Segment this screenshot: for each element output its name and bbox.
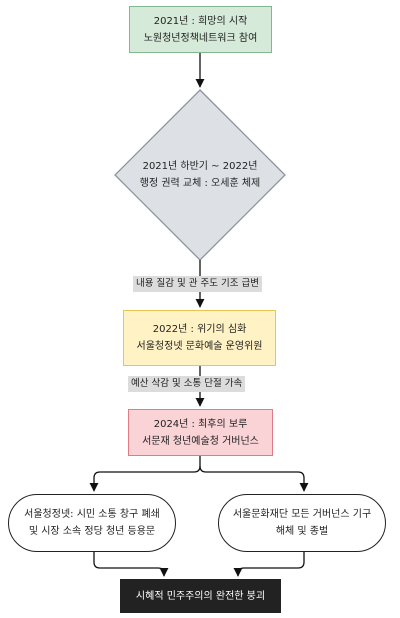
node-text-line2: 서문재 청년예술청 거버넌스 — [142, 435, 259, 447]
node-text-line2: 서울청정넷 문화예술 운영위원 — [136, 341, 263, 352]
node-seoul-youth-network: 서울청정넷: 시민 소통 창구 폐쇄 및 시장 소속 정당 청년 등용문 — [8, 494, 176, 552]
edge-n5-n7 — [93, 552, 169, 577]
node-text-line1: 2021년 : 희망의 시작 — [153, 15, 248, 27]
edge-n6-n7 — [233, 552, 305, 577]
edge-n4-n5 — [89, 456, 201, 492]
edge-label-budget-cut: 예산 삭감 및 소통 단절 가속 — [128, 376, 246, 392]
node-text-line1: 서울청정넷: 시민 소통 창구 폐쇄 — [24, 509, 160, 520]
node-text-line2: 및 시장 소속 정당 청년 등용문 — [28, 526, 156, 537]
node-seoul-culture-foundation: 서울문화재단 모든 거버넌스 기구 해체 및 종벌 — [218, 494, 386, 552]
node-text-line1: 2021년 하반기 ~ 2022년 — [142, 161, 258, 172]
node-text-line2: 노원청년정책네트워크 참여 — [143, 32, 258, 44]
node-2022-crisis: 2022년 : 위기의 심화 서울청정넷 문화예술 운영위원 — [123, 310, 276, 366]
node-democracy-collapse: 시혜적 민주주의의 완전한 붕괴 — [120, 579, 281, 613]
node-text-line1: 서울문화재단 모든 거버넌스 기구 — [232, 509, 372, 520]
node-text-line1: 2022년 : 위기의 심화 — [152, 324, 247, 335]
node-2021-start: 2021년 : 희망의 시작 노원청년정책네트워크 참여 — [129, 6, 272, 53]
node-text-line1: 2024년 : 최후의 보루 — [153, 418, 248, 430]
node-text-line2: 해체 및 종벌 — [275, 526, 329, 537]
node-2024-last-bastion: 2024년 : 최후의 보루 서문재 청년예술청 거버넌스 — [128, 409, 273, 456]
node-text-line1: 시혜적 민주주의의 완전한 붕괴 — [135, 590, 266, 602]
node-2022-power-change: 2021년 하반기 ~ 2022년 행정 권력 교체 : 오세훈 체제 — [100, 150, 300, 200]
edge-n4-n6 — [199, 465, 309, 492]
node-text-line2: 행정 권력 교체 : 오세훈 체제 — [139, 178, 261, 189]
edge-label-policy-shift: 내용 질감 및 관 주도 기조 급변 — [133, 276, 262, 292]
